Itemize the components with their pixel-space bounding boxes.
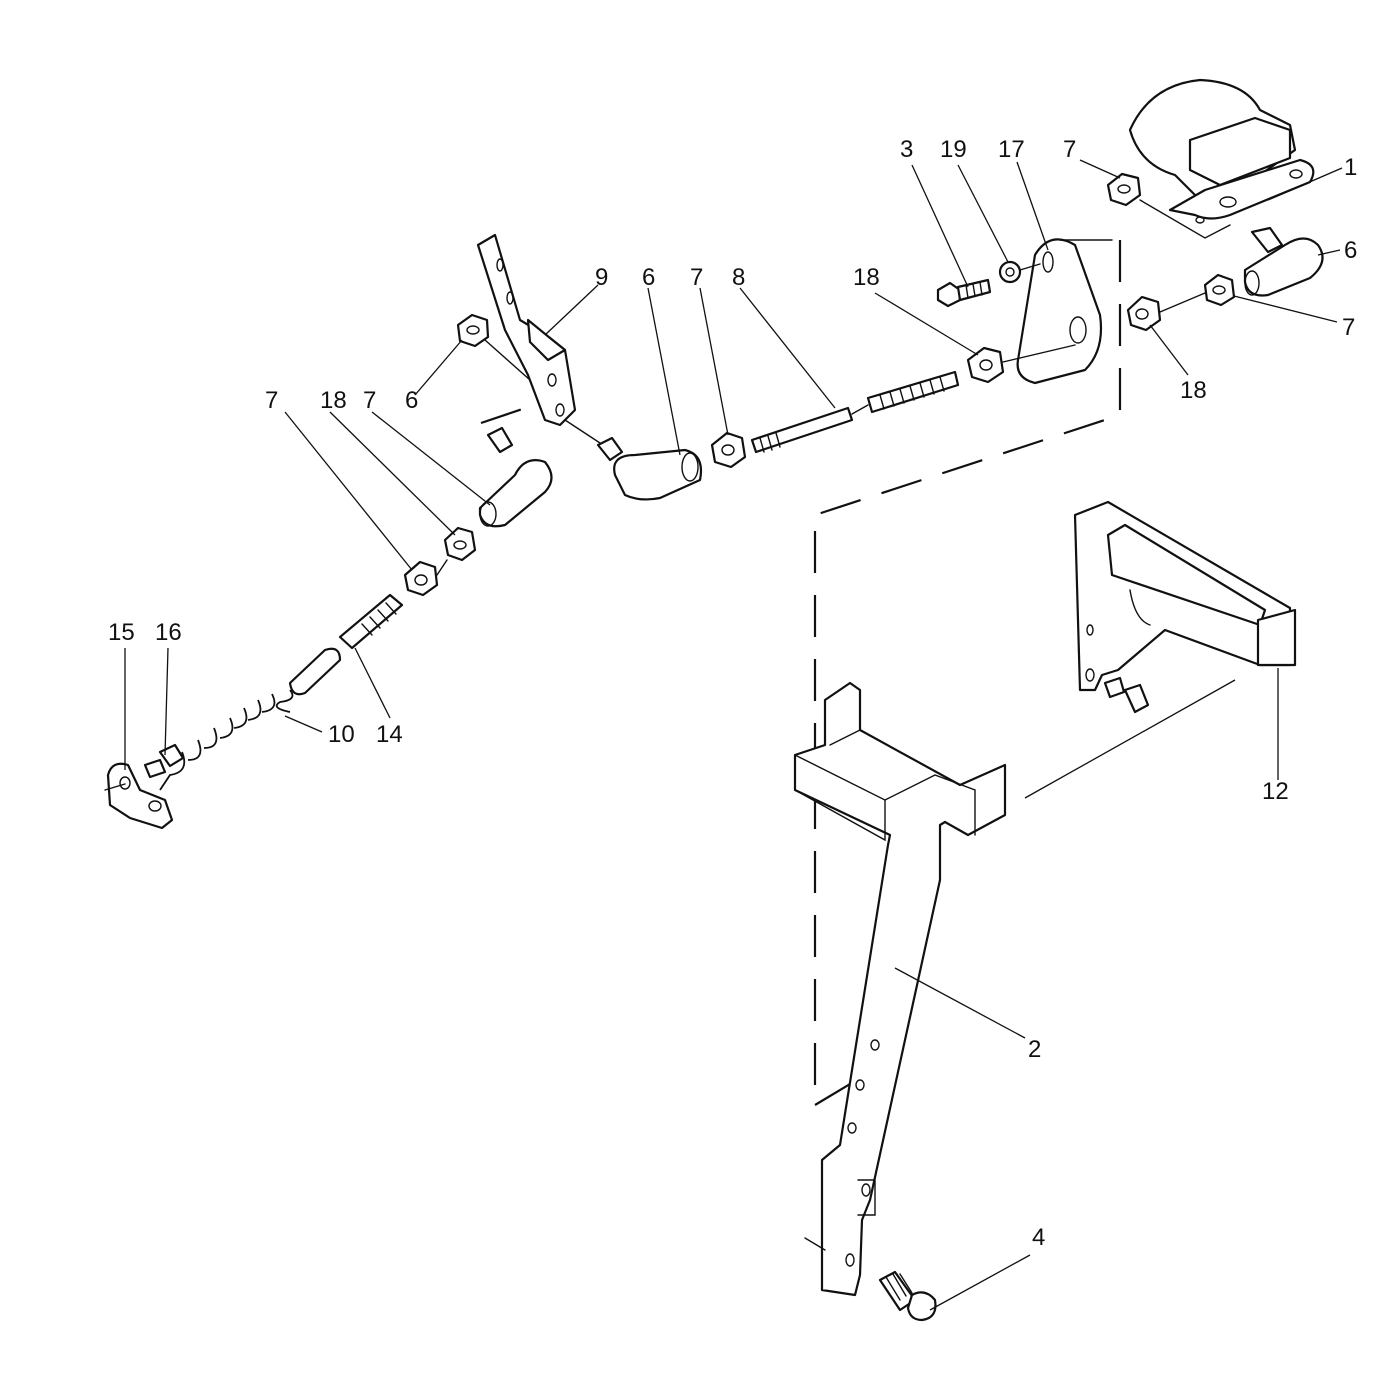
callout-6: 7 (363, 387, 376, 414)
callout-7: 7 (1063, 136, 1076, 163)
part-4-bolt (878, 1270, 937, 1322)
callout-18: 18 (1180, 377, 1207, 404)
callout-9: 9 (595, 264, 608, 291)
part-7-nut-center (710, 431, 747, 469)
part-2-pedal-arm (793, 681, 1007, 1297)
part-6-ball-joint-right (1243, 226, 1324, 297)
callout-2: 2 (1028, 1036, 1041, 1063)
callout-15: 15 (108, 619, 135, 646)
callout-4: 4 (1032, 1224, 1045, 1251)
part-18-nut-left (403, 560, 439, 597)
callout-18: 7 (265, 387, 278, 414)
callout-18: 18 (853, 264, 880, 291)
callout-1: 1 (1344, 154, 1357, 181)
callout-labels: 1 6 7 18 3 19 17 7 18 9 6 7 8 7 18 7 6 1… (108, 136, 1357, 1251)
callout-17: 17 (998, 136, 1025, 163)
part-8-threaded-rod (750, 370, 960, 454)
axis-line-9 (484, 339, 531, 381)
callout-7: 7 (690, 264, 703, 291)
callout-3: 3 (900, 136, 913, 163)
axis-line-center (1002, 344, 1076, 363)
callout-7: 18 (320, 387, 347, 414)
part-19-washer (998, 260, 1022, 284)
part-18-nut-center (966, 346, 1005, 384)
part-10-spring (159, 689, 294, 791)
part-14-threaded-rod (338, 593, 404, 650)
part-7-nut-right (1203, 273, 1236, 307)
part-12-pedal-pad (1073, 500, 1297, 714)
callout-7: 6 (405, 387, 418, 414)
callout-12: 12 (1262, 778, 1289, 805)
axis-line-right (1159, 292, 1206, 313)
axis-line-17 (1019, 263, 1041, 271)
part-7-nut-left-top (456, 313, 490, 348)
part-17-lever-plate (1016, 238, 1113, 385)
part-9-bracket (476, 233, 601, 444)
callout-19: 19 (940, 136, 967, 163)
part-1-solenoid (1128, 78, 1315, 239)
part-3-bolt (936, 278, 992, 308)
callout-14: 14 (376, 721, 403, 748)
leader-lines (124, 159, 1343, 1311)
callout-16: 16 (155, 619, 182, 646)
axis-line-left (436, 559, 448, 576)
part-6-ball-joint-left (478, 426, 553, 528)
part-7-nut-left (443, 526, 477, 562)
part-6-ball-joint-center (596, 436, 703, 501)
callout-10: 10 (328, 721, 355, 748)
callout-6: 6 (642, 264, 655, 291)
callout-7: 7 (1342, 314, 1355, 341)
callout-6: 6 (1344, 237, 1357, 264)
part-18-nut-right (1126, 295, 1162, 332)
part-15-clevis (104, 762, 174, 830)
spacer-tube (288, 647, 342, 696)
part-7-nut-top-right (1106, 172, 1142, 207)
callout-8: 8 (732, 264, 745, 291)
